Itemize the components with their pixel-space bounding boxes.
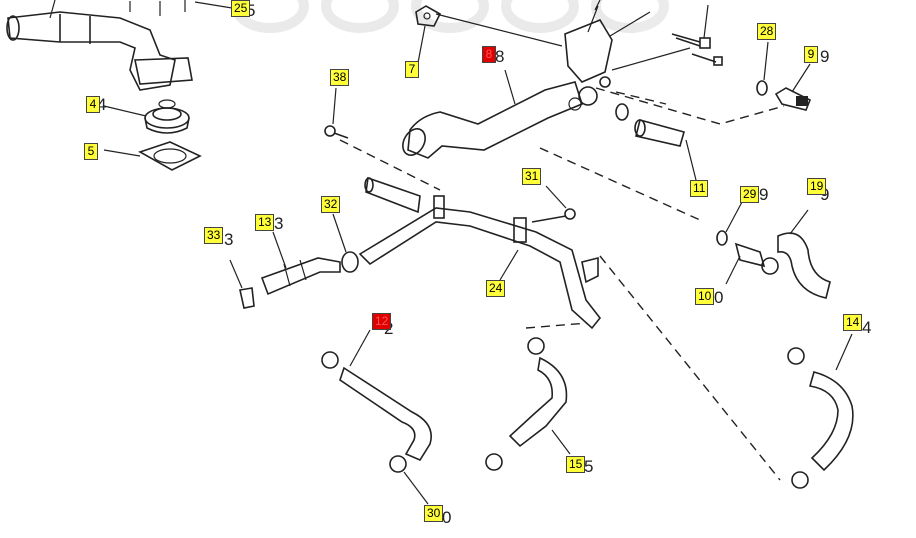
ghost-number-8: 8 xyxy=(495,47,505,66)
callout-9[interactable]: 9 xyxy=(804,46,818,63)
ghost-number-25: 5 xyxy=(246,1,256,20)
ghost-number-10: 0 xyxy=(714,288,724,307)
callout-29[interactable]: 29 xyxy=(740,186,760,203)
callout-28[interactable]: 28 xyxy=(757,23,777,40)
leader-30 xyxy=(403,471,429,505)
part-bolt-31 xyxy=(531,185,576,223)
part-clip-33 xyxy=(229,259,255,309)
callout-13[interactable]: 13 xyxy=(255,214,275,231)
part-gasket xyxy=(103,141,202,171)
callout-15[interactable]: 15 xyxy=(566,456,586,473)
callout-33[interactable]: 33 xyxy=(204,227,224,244)
leader-top-right xyxy=(435,11,691,71)
part-bolt-38 xyxy=(324,87,349,139)
callout-4[interactable]: 4 xyxy=(86,96,100,113)
part-sensor-10 xyxy=(716,201,779,285)
part-bolts-upper xyxy=(671,4,723,66)
part-oring-28 xyxy=(756,41,769,96)
callout-38[interactable]: 38 xyxy=(330,69,350,86)
ghost-number-9: 9 xyxy=(820,47,830,66)
callout-31[interactable]: 31 xyxy=(522,168,542,185)
ghost-number-15: 5 xyxy=(584,457,594,476)
ghost-number-4: 4 xyxy=(97,95,107,114)
part-thermostat xyxy=(103,99,190,134)
ghost-number-30: 0 xyxy=(442,508,452,527)
callout-14[interactable]: 14 xyxy=(843,314,863,331)
callout-30[interactable]: 30 xyxy=(424,505,444,522)
part-outlet-pipe-8 xyxy=(402,0,613,159)
part-hose-14 xyxy=(787,333,854,489)
ghost-number-13: 3 xyxy=(274,214,284,233)
callout-24[interactable]: 24 xyxy=(486,280,506,297)
callout-11[interactable]: 11 xyxy=(690,180,709,197)
ghost-number-29: 9 xyxy=(759,185,769,204)
part-hose-15 xyxy=(485,337,571,471)
callout-25[interactable]: 25 xyxy=(231,0,251,17)
part-fitting-11 xyxy=(615,103,697,181)
callout-19[interactable]: 19 xyxy=(807,178,827,195)
watermark xyxy=(231,0,669,33)
callout-32[interactable]: 32 xyxy=(321,196,341,213)
callout-5[interactable]: 5 xyxy=(84,143,98,160)
ghost-number-33: 3 xyxy=(224,230,234,249)
callout-10[interactable]: 10 xyxy=(695,288,715,305)
callout-12[interactable]: 12 xyxy=(372,313,392,330)
ghost-number-14: 4 xyxy=(862,318,872,337)
part-coolant-housing xyxy=(6,0,233,91)
part-clamp-32 xyxy=(332,213,359,273)
part-hose-12 xyxy=(321,329,432,473)
part-hose-13 xyxy=(260,231,341,296)
callout-8[interactable]: 8 xyxy=(482,46,496,63)
part-hose-19 xyxy=(777,209,831,299)
callout-7[interactable]: 7 xyxy=(405,61,419,78)
part-sensor-9 xyxy=(774,63,812,111)
part-crossover-pipe-24 xyxy=(358,176,602,330)
